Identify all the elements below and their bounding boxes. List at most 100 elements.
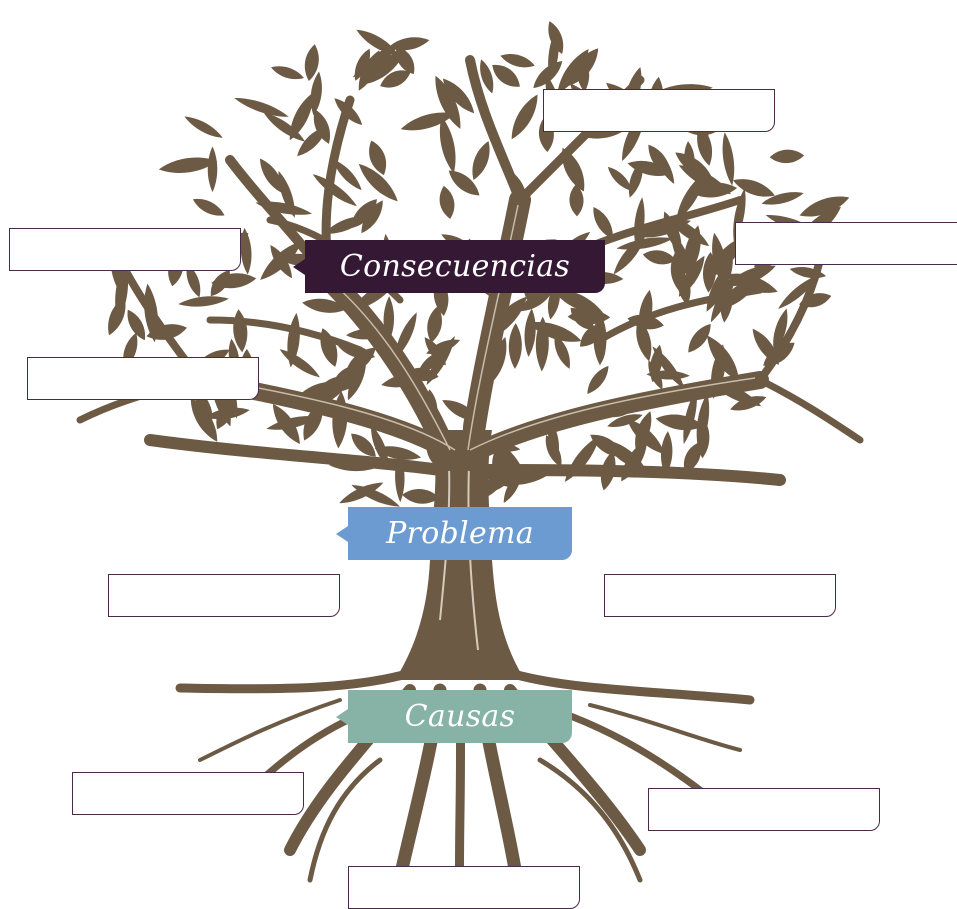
leaf [722,132,735,186]
leaf [259,158,284,194]
leaf [324,216,367,234]
leaf [374,446,422,460]
leaf [388,37,430,51]
leaf [554,334,570,369]
problema-label: Problema [348,507,572,560]
leaf [402,489,440,504]
leaf [371,424,389,468]
leaf [240,227,252,275]
leaf [297,126,328,157]
causas-label-text: Causas [404,699,516,734]
leaf [652,346,685,389]
leaf [439,185,455,219]
leaf [642,250,676,265]
leaf [186,264,201,298]
leaf [263,112,306,142]
leaf [689,182,738,198]
causa-box-3[interactable] [348,866,580,909]
leaf [190,397,218,442]
leaf [400,112,455,131]
leaf [613,235,646,275]
leaf [279,349,320,378]
leaf [312,174,357,207]
leaf [313,109,330,144]
tree-branches [76,55,864,486]
leaf [778,275,819,309]
leaf [310,71,322,116]
leaf [351,433,376,457]
consecuencia-box-1[interactable] [543,89,775,132]
leaf [564,435,600,482]
leaf [634,197,645,251]
leaf [299,381,349,398]
problema-box-1[interactable] [108,574,340,617]
leaf [587,365,609,394]
leaf [289,92,314,141]
leaf [442,78,475,114]
leaf [670,230,695,284]
leaf [369,140,387,176]
consecuencias-label-text: Consecuencias [339,249,571,284]
leaf [492,64,520,87]
leaf [524,308,536,357]
leaf [511,94,538,140]
causas-label: Causas [348,690,572,743]
problema-box-2[interactable] [604,574,836,617]
leaf [358,163,398,202]
leaf [675,152,713,180]
leaf [667,216,710,247]
leaf [545,435,562,468]
leaf [184,116,223,138]
leaf [332,159,362,191]
leaf [395,312,417,359]
leaf [562,147,585,192]
leaf [127,309,146,341]
problema-label-text: Problema [386,516,534,551]
leaf [439,116,456,174]
leaf [655,414,704,431]
leaf [347,358,366,401]
consecuencia-box-4[interactable] [27,357,259,400]
leaf [508,323,522,369]
causa-box-2[interactable] [648,788,880,831]
leaf [661,431,673,476]
leaf [302,298,348,313]
consecuencia-box-3[interactable] [735,222,957,265]
leaf [158,157,218,174]
leaf [697,419,710,459]
leaf [733,179,775,197]
leaf [548,27,559,82]
leaf [178,296,229,307]
leaf [427,305,442,343]
leaf [495,473,547,485]
consecuencias-label: Consecuencias [305,240,605,293]
leaf [211,273,257,289]
leaf [366,48,406,84]
leaf [435,75,461,129]
leaf [653,146,675,184]
leaf [607,166,632,191]
leaf [683,389,697,445]
leaf [351,484,400,507]
leaf [205,407,250,420]
leaf [568,48,599,86]
leaf [426,336,455,386]
leaf [535,316,549,372]
leaf [448,170,480,196]
leaf [570,307,595,330]
leaf [683,442,701,474]
leaf [480,59,494,94]
leaf [635,411,652,451]
consecuencia-box-2[interactable] [9,228,241,271]
leaf [192,198,225,216]
leaf [207,146,218,193]
leaf [677,269,691,305]
leaf [628,160,643,198]
causa-box-1[interactable] [72,772,304,815]
leaf [761,192,804,205]
leaf [688,323,711,353]
leaf [108,297,126,336]
leaf [304,44,319,81]
leaf [320,328,338,367]
